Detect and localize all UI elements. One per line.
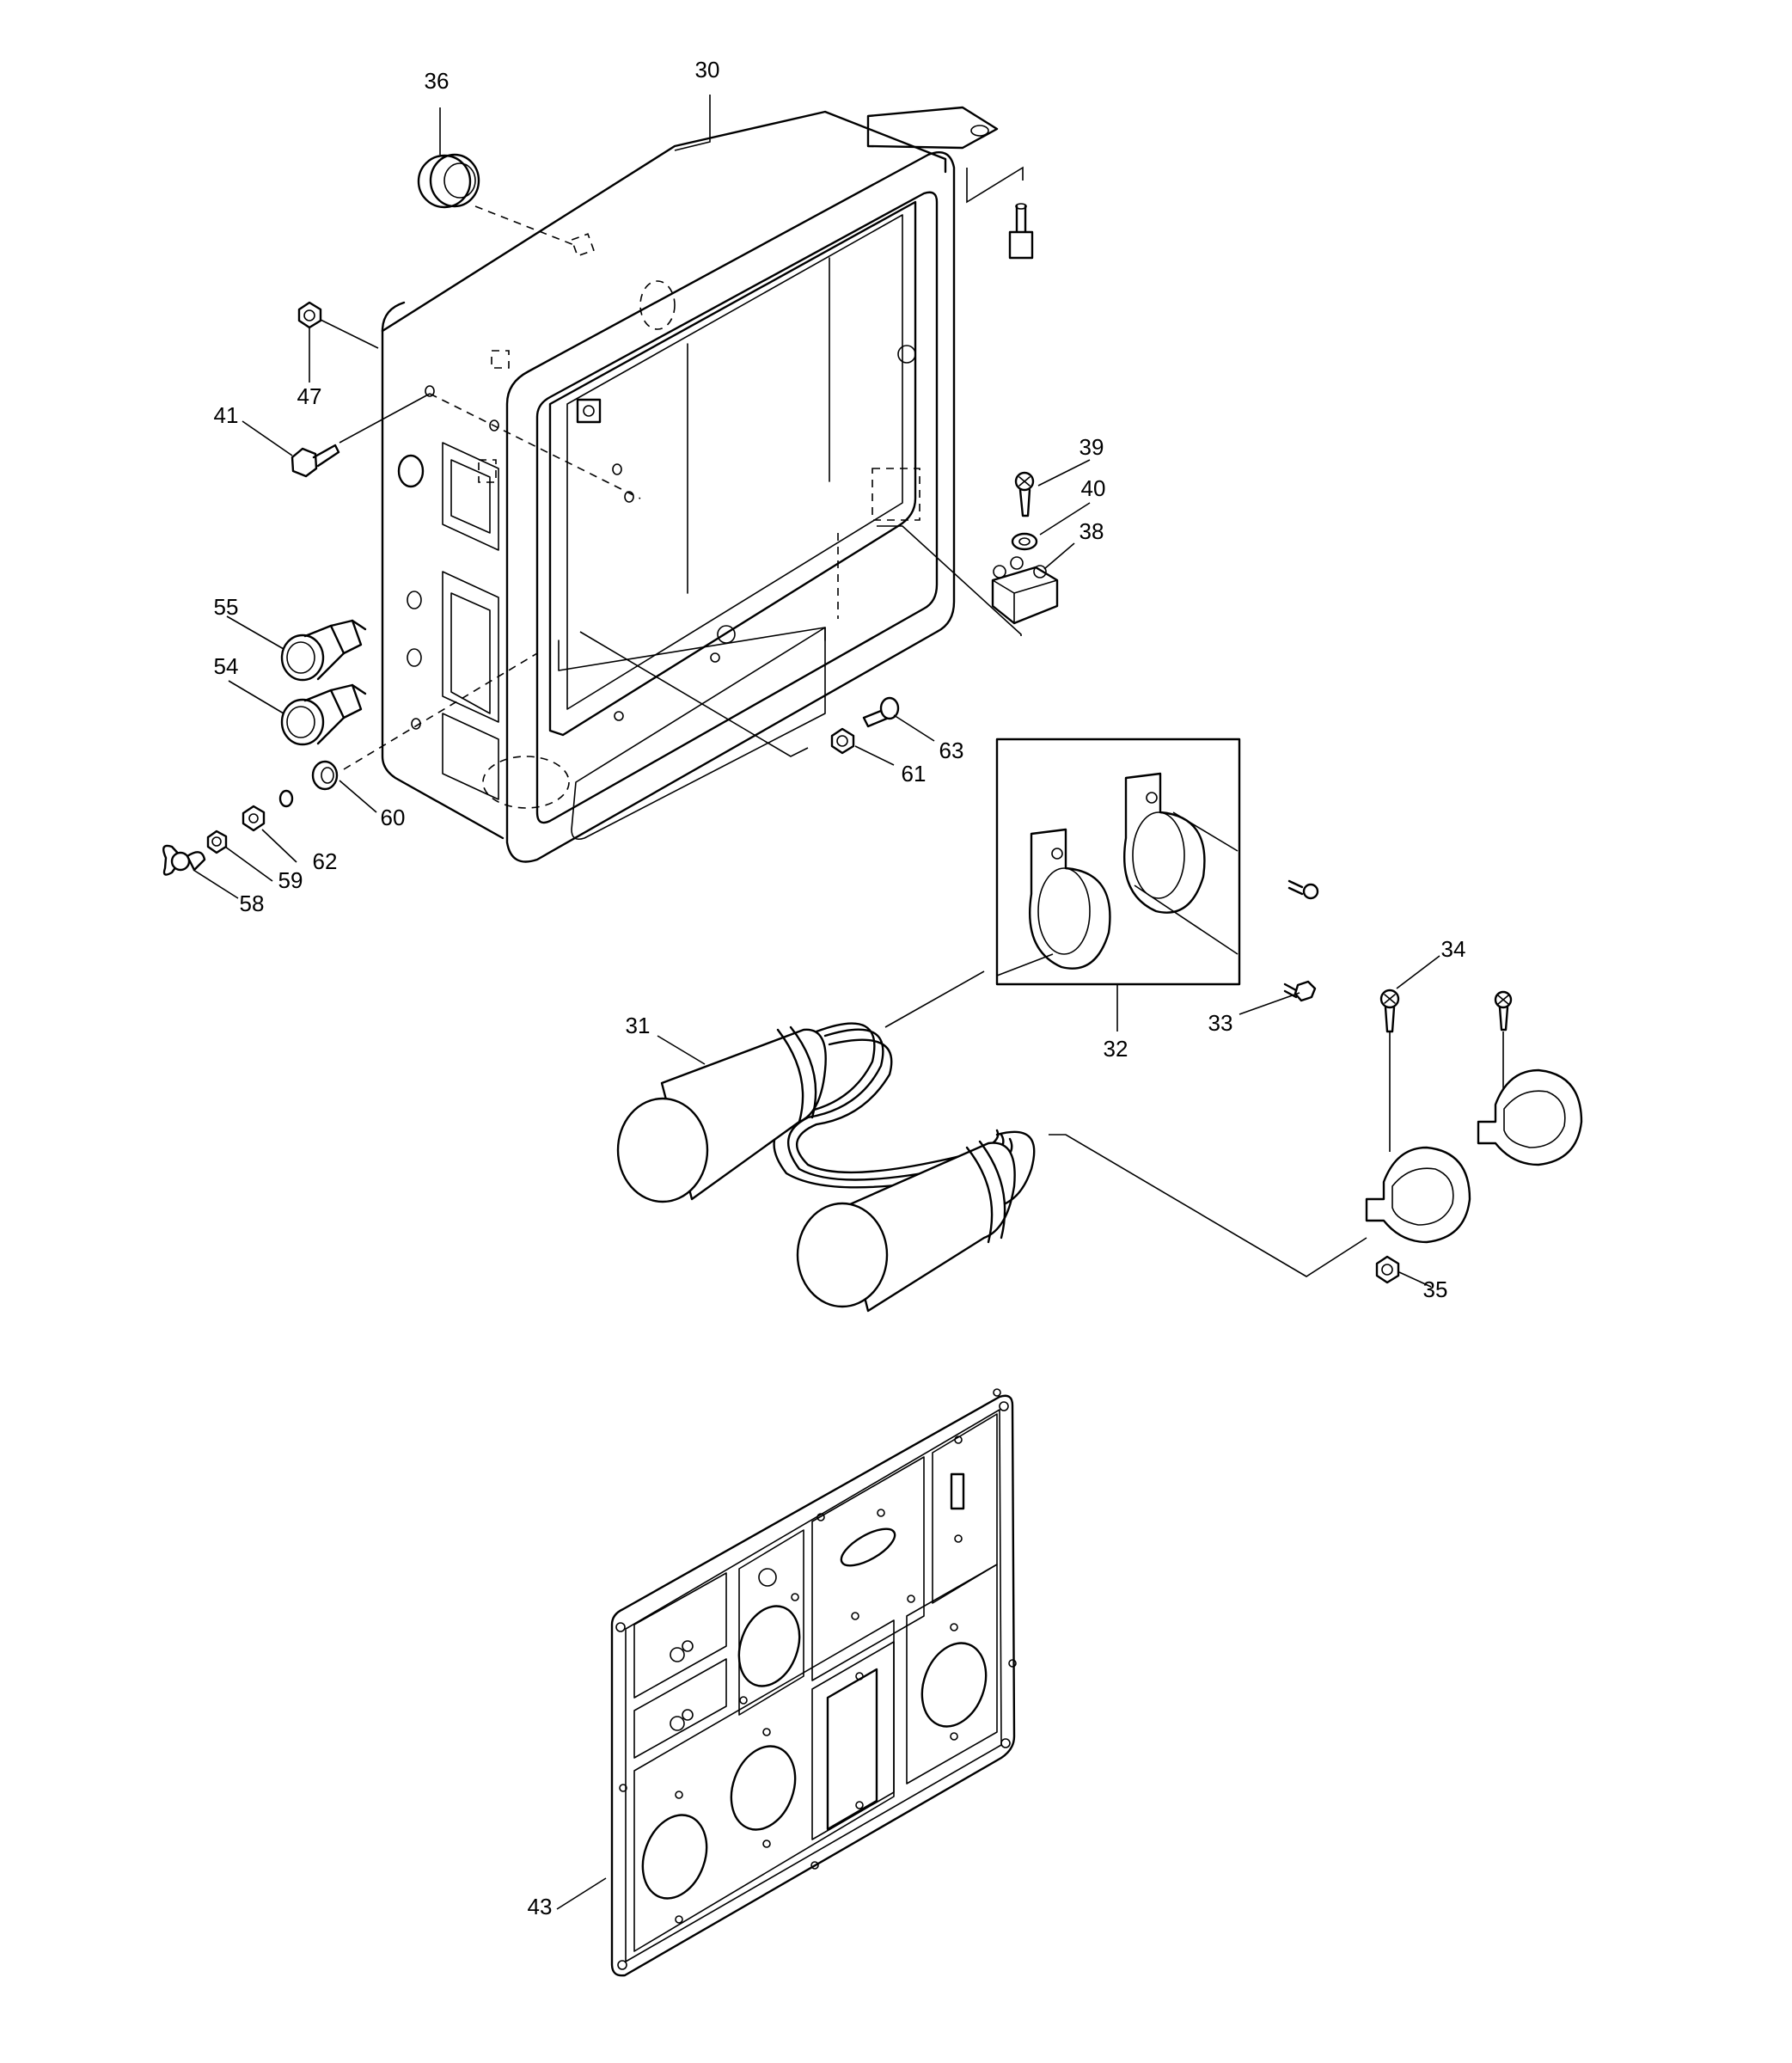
control-box-housing — [381, 106, 999, 863]
label-31: 31 — [626, 1013, 651, 1038]
leader-lines — [193, 95, 1440, 1910]
lock-washer — [278, 789, 294, 808]
terminal-55 — [280, 619, 367, 682]
bolt-41 — [291, 393, 641, 499]
label-43: 43 — [528, 1894, 553, 1919]
terminal-54 — [280, 683, 367, 746]
part-labels: 30 31 32 33 34 35 36 38 39 40 41 43 47 5… — [214, 57, 1466, 1919]
label-33: 33 — [1208, 1010, 1233, 1036]
nut-62 — [242, 805, 266, 832]
clip-upper — [1477, 1068, 1583, 1166]
screw-34 — [1379, 989, 1400, 1152]
label-54: 54 — [214, 653, 239, 679]
nut-47 — [297, 301, 379, 349]
control-panel-plate-43 — [610, 1388, 1017, 1977]
label-59: 59 — [278, 867, 303, 893]
label-47: 47 — [297, 383, 322, 409]
label-41: 41 — [214, 402, 239, 428]
clip-lower — [1365, 1146, 1471, 1244]
label-36: 36 — [425, 68, 450, 94]
bolt-63 — [579, 631, 900, 757]
label-39: 39 — [1079, 434, 1104, 460]
label-62: 62 — [313, 848, 338, 874]
label-63: 63 — [939, 738, 964, 763]
screw-upper — [1287, 879, 1319, 900]
bracket-bolt — [966, 166, 1034, 260]
label-34: 34 — [1441, 936, 1466, 962]
grommet-36 — [417, 153, 575, 246]
washer-59 — [206, 829, 228, 854]
clamp-set-32 — [995, 738, 1241, 1032]
label-58: 58 — [240, 891, 265, 916]
label-61: 61 — [902, 761, 927, 787]
label-35: 35 — [1423, 1276, 1448, 1302]
label-32: 32 — [1104, 1036, 1128, 1062]
nut-35 — [1375, 1255, 1400, 1284]
nut-61 — [830, 727, 855, 755]
terminal-block-38 — [877, 525, 1059, 636]
label-55: 55 — [214, 594, 239, 620]
label-60: 60 — [381, 805, 406, 830]
screw-33 — [1283, 980, 1317, 1002]
label-30: 30 — [695, 57, 720, 83]
capacitor-31 — [616, 970, 1367, 1313]
spacer-60 — [311, 652, 538, 791]
label-40: 40 — [1081, 475, 1106, 501]
screw-39 — [1014, 471, 1035, 517]
washer-40 — [1011, 532, 1038, 551]
wing-nut-58 — [162, 844, 206, 876]
label-38: 38 — [1079, 518, 1104, 544]
